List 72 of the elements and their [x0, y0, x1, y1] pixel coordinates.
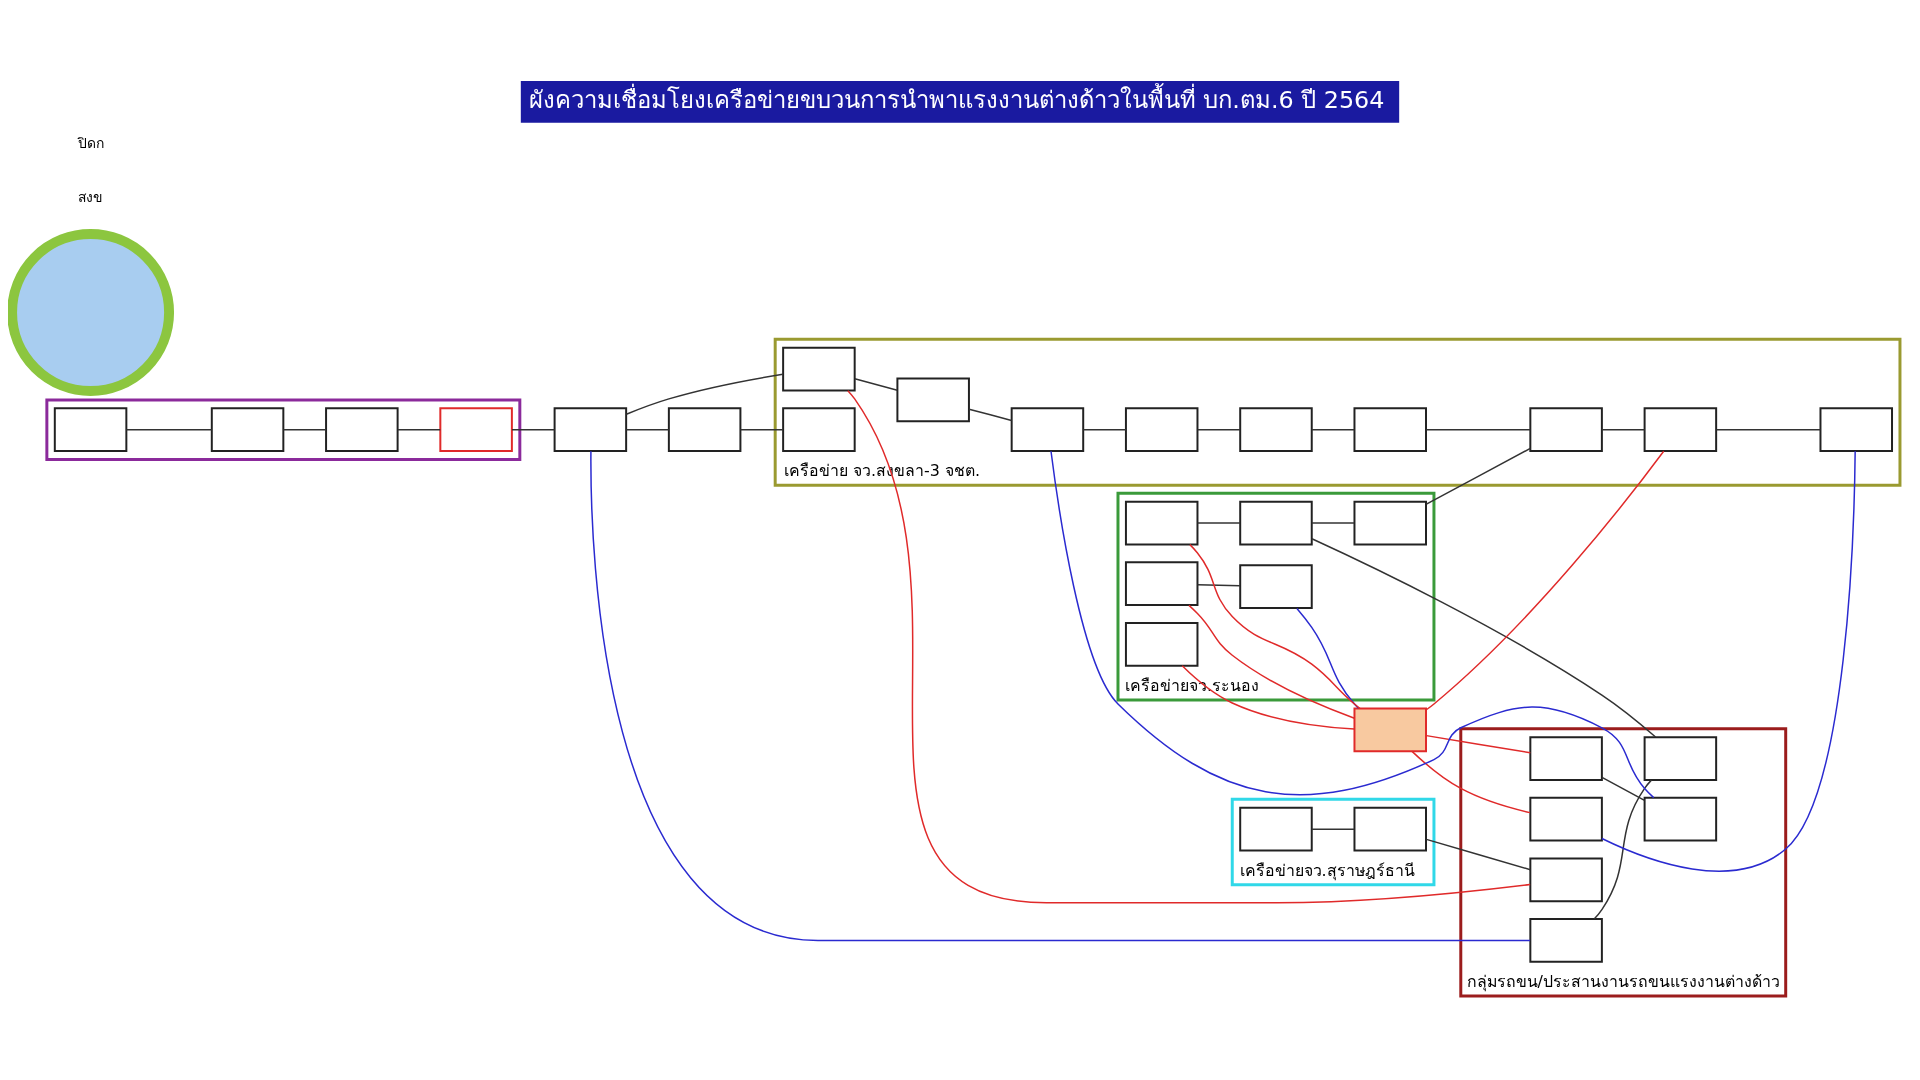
- connector: [1082, 428, 1127, 430]
- node-box: [1124, 621, 1199, 667]
- node-box: [782, 346, 856, 391]
- node-box: [325, 406, 399, 452]
- connector: [1601, 428, 1646, 430]
- node-box: [1353, 500, 1427, 545]
- connector: [1593, 778, 1653, 920]
- node-box: [896, 377, 970, 422]
- connector: [1411, 750, 1531, 813]
- connector: [1050, 450, 1655, 798]
- connector: [1311, 428, 1356, 430]
- connector: [739, 428, 784, 430]
- connector: [847, 389, 1531, 903]
- node-box: [1643, 735, 1718, 781]
- connector: [511, 428, 556, 430]
- connector: [968, 407, 1013, 421]
- node-box: [1353, 406, 1427, 452]
- node-box: [1529, 735, 1603, 781]
- connector: [397, 428, 441, 430]
- node-box: [1529, 856, 1603, 902]
- node-box: [1529, 917, 1603, 963]
- node-circle: [8, 228, 175, 396]
- connector: [1188, 604, 1356, 719]
- diagram-title: ผังความเชื่อมโยงเครือข่ายขบวนการนำพาแรงงานต่างด้าวในพื้นที่ บก.ตม.6 ปี 2564: [528, 85, 1385, 114]
- connector: [1425, 734, 1532, 754]
- label: สงข: [78, 188, 104, 205]
- node-box: [1529, 796, 1603, 842]
- label: ปิดก: [77, 134, 104, 151]
- connector: [1296, 607, 1360, 709]
- node-box: [1124, 406, 1199, 452]
- cluster: [45, 397, 522, 461]
- node-box: [667, 406, 742, 452]
- connector: [1425, 447, 1532, 505]
- connector: [1196, 583, 1241, 587]
- node-box: [1124, 500, 1199, 545]
- node-box: [553, 406, 628, 452]
- cluster: เครือข่ายจว.สุราษฎร์ธานี: [1230, 797, 1436, 886]
- connector: [1425, 838, 1532, 870]
- connector: [1311, 521, 1356, 524]
- connector: [1601, 450, 1856, 872]
- connector: [1311, 827, 1356, 830]
- connector: [1425, 428, 1532, 430]
- node-box: [782, 406, 856, 452]
- node-box: [1239, 806, 1313, 851]
- node-box: [1239, 406, 1313, 452]
- node-box: [1643, 796, 1718, 842]
- connector: [1196, 428, 1241, 430]
- node-box: [210, 406, 285, 452]
- connector: [282, 428, 327, 430]
- connector: [625, 428, 670, 430]
- node-box: [1239, 500, 1313, 545]
- node-box: [1819, 406, 1893, 452]
- node-box: [1124, 560, 1199, 606]
- node-box: [439, 406, 513, 452]
- connector: [1196, 521, 1241, 524]
- connector: [1311, 537, 1657, 738]
- connector: [590, 450, 1531, 941]
- cluster: กลุ่มรถขน/ประสานงานรถขนแรงงานต่างด้าว: [1459, 726, 1788, 998]
- node-box: [1353, 706, 1427, 752]
- node-box: [1529, 406, 1603, 452]
- node-box: [1353, 806, 1427, 851]
- connector: [1425, 450, 1665, 710]
- connector: [125, 428, 213, 430]
- connector: [1601, 776, 1646, 801]
- connector: [1189, 543, 1361, 709]
- node-box: [1643, 406, 1718, 452]
- node-box: [1010, 406, 1085, 452]
- connector: [1715, 428, 1822, 430]
- node-box: [1239, 563, 1313, 609]
- connector: [854, 377, 899, 391]
- node-box: [53, 406, 128, 452]
- connector: [625, 373, 784, 415]
